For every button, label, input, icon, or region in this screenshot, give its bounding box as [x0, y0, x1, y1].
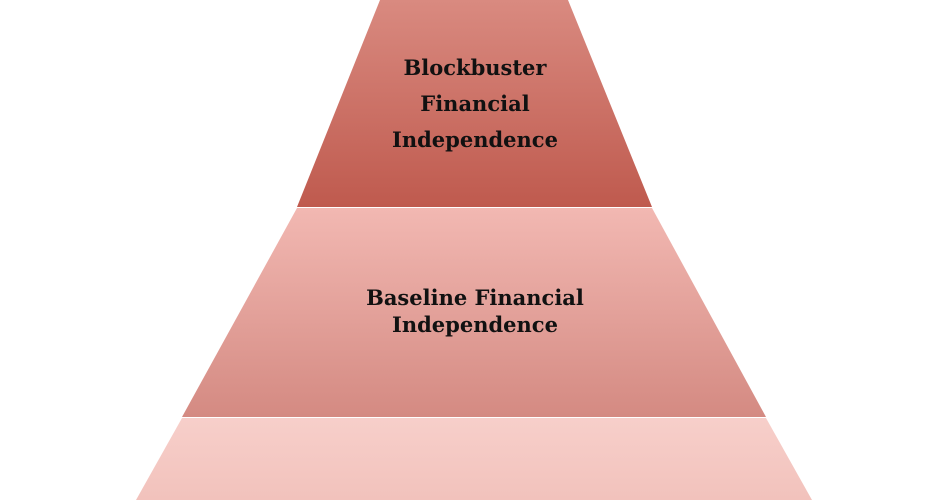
tier-middle	[182, 208, 766, 417]
tier-top-label: Blockbuster Financial Independence	[392, 55, 558, 152]
tier-bottom	[136, 418, 812, 500]
tier-middle-label: Baseline Financial Independence	[366, 285, 584, 337]
tier-top	[297, 0, 652, 207]
